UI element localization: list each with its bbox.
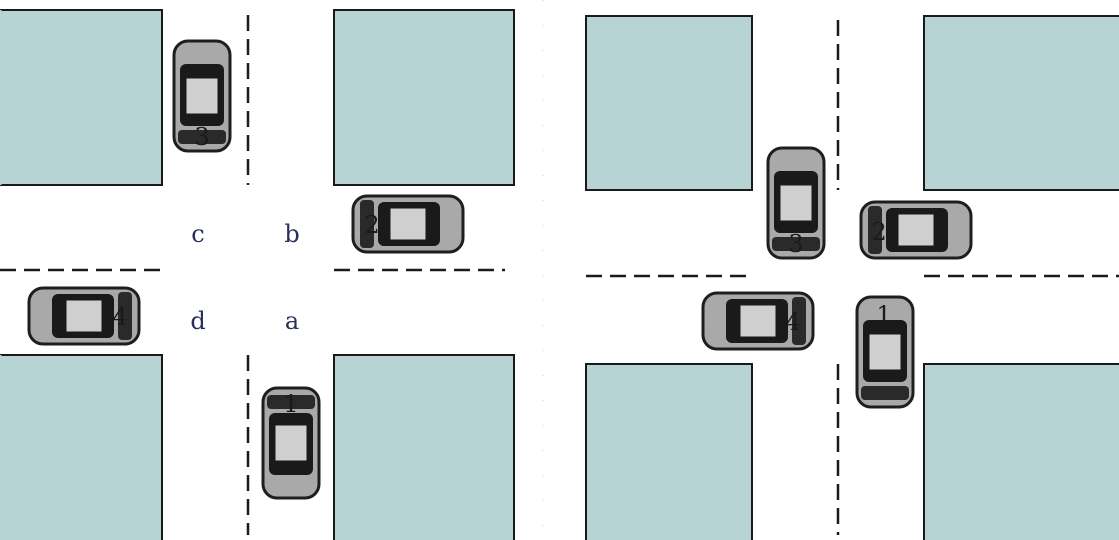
car-2-label: 2 (364, 211, 379, 239)
zone-label-d: d (190, 307, 205, 335)
zone-label-c: c (191, 220, 204, 248)
block-bottom-left-2 (585, 363, 753, 540)
car-1-right-label: 1 (876, 301, 891, 329)
block-top-right-2 (923, 15, 1119, 191)
right-panel: 3 2 4 1 (585, 15, 1119, 540)
block-bottom-right (333, 354, 515, 540)
block-top-left (0, 9, 163, 186)
car-3-right-label: 3 (788, 230, 803, 258)
zone-label-b: b (284, 220, 299, 248)
block-bottom-left (0, 354, 163, 540)
left-panel: c b d a 3 2 4 1 (0, 9, 515, 540)
car-1-label: 1 (283, 390, 298, 418)
car-4-right-label: 4 (785, 308, 800, 336)
car-3-label: 3 (194, 123, 209, 151)
block-top-left-2 (585, 15, 753, 191)
block-top-right (333, 9, 515, 186)
block-bottom-right-2 (923, 363, 1119, 540)
zone-label-a: a (285, 307, 299, 335)
car-2-right-label: 2 (871, 218, 886, 246)
car-4-label: 4 (112, 303, 127, 331)
